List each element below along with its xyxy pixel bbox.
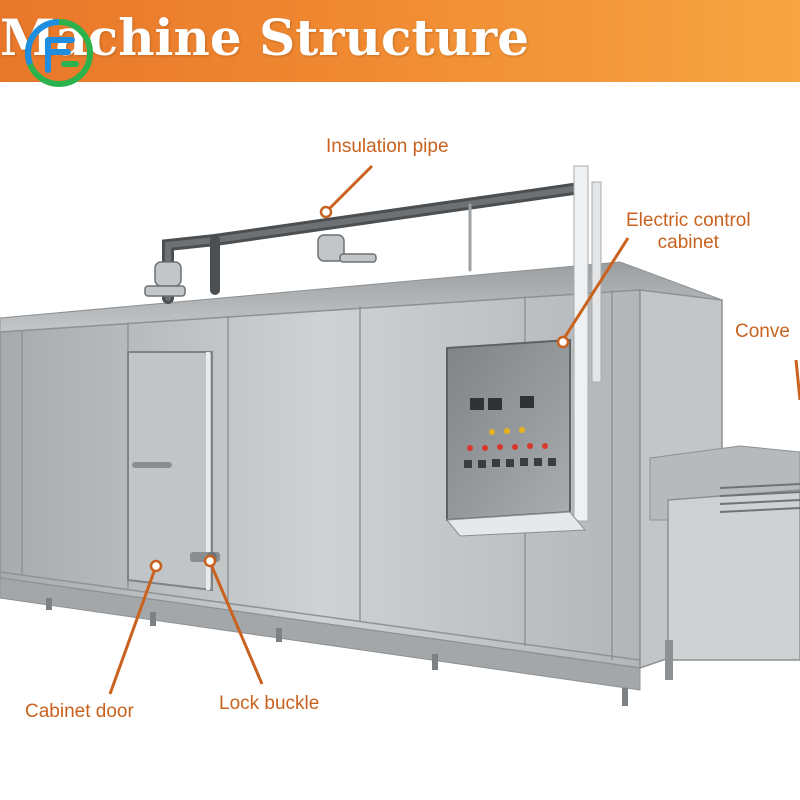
callout-dots	[149, 205, 570, 573]
label-electric-control-cabinet-line1: Electric control	[626, 210, 751, 231]
label-lock-buckle: Lock buckle	[219, 693, 320, 714]
leader-lock-buckle	[208, 561, 264, 685]
pipe-valves	[144, 234, 377, 297]
header-banner: Machine Structure	[0, 0, 800, 82]
freezer-machine-illustration	[0, 164, 800, 706]
brand-logo-icon	[25, 19, 93, 87]
vertical-pipe	[573, 165, 602, 522]
label-insulation-pipe: Insulation pipe	[326, 136, 449, 157]
label-conveyor: Conve	[735, 321, 790, 342]
leader-cabinet-door	[108, 565, 158, 695]
electric-control-cabinet	[446, 338, 587, 537]
label-electric-control-cabinet-line2: cabinet	[657, 231, 719, 253]
leader-electric-cabinet	[561, 237, 630, 341]
label-electric-control-cabinet: Electric control cabinet	[626, 210, 751, 254]
leader-insulation-pipe	[324, 164, 374, 214]
label-cabinet-door: Cabinet door	[25, 701, 134, 722]
callout-leaders	[108, 164, 800, 695]
leader-conveyor	[794, 359, 800, 401]
conveyor	[649, 445, 800, 680]
cabinet-door	[127, 351, 213, 592]
